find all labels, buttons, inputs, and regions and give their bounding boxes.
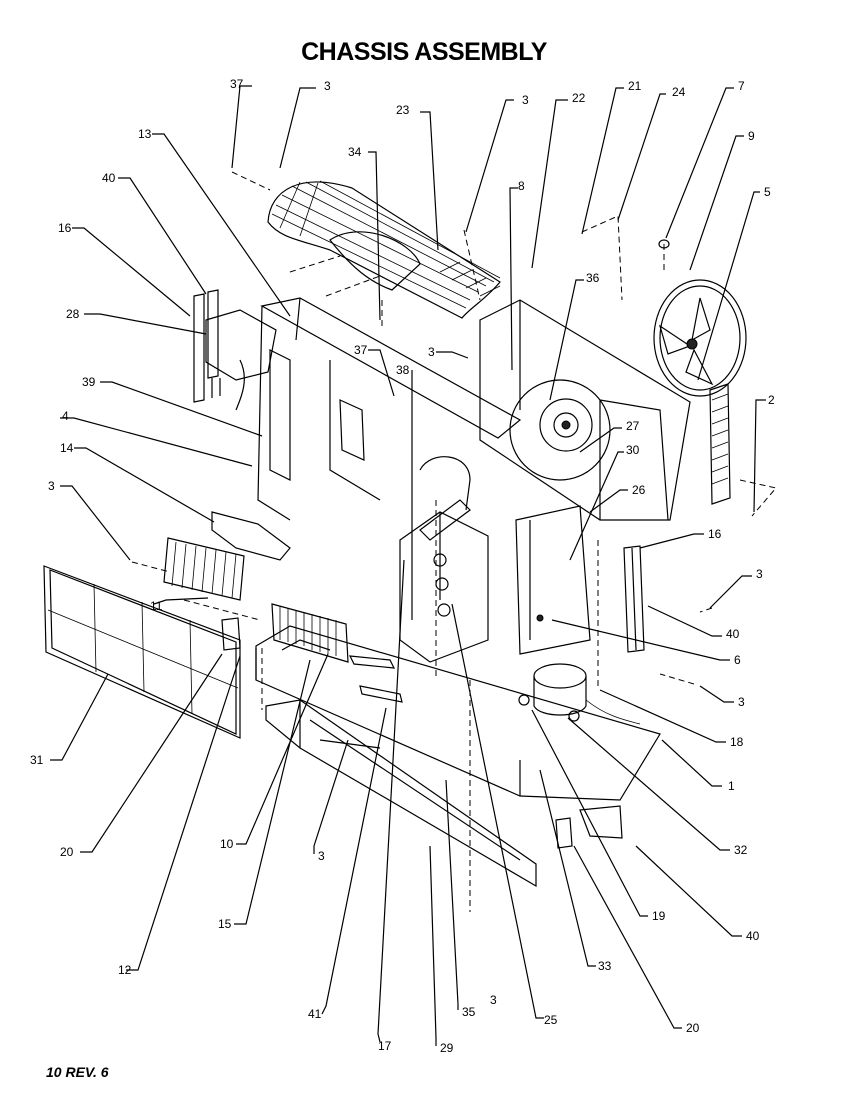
callout-35: 35 <box>462 1005 476 1019</box>
callout-30: 30 <box>626 443 640 457</box>
callout-31: 31 <box>30 753 44 767</box>
callout-20-bottom-right: 20 <box>686 1021 700 1035</box>
evaporator-drawing <box>193 289 277 411</box>
coil-guard-drawing <box>267 180 501 319</box>
callout-3-bottom-center: 3 <box>490 993 497 1007</box>
callout-8: 8 <box>518 179 525 193</box>
callout-39: 39 <box>82 375 96 389</box>
condenser-coil-drawing <box>709 383 731 505</box>
callout-37-top: 37 <box>230 77 244 91</box>
callout-22: 22 <box>572 91 586 105</box>
blower-housing-drawing <box>479 299 691 521</box>
callout-16-left: 16 <box>58 221 72 235</box>
callout-34: 34 <box>348 145 362 159</box>
callout-3-bottom-left: 3 <box>318 849 325 863</box>
callout-40-upper-left: 40 <box>102 171 116 185</box>
callout-12: 12 <box>118 963 132 977</box>
callout-40-right: 40 <box>726 627 740 641</box>
fan-blade-drawing <box>653 239 747 397</box>
callout-3-left: 3 <box>48 479 55 493</box>
callout-16-right: 16 <box>708 527 722 541</box>
callout-21: 21 <box>628 79 642 93</box>
callout-9: 9 <box>748 129 755 143</box>
callout-labels: 37 3 23 3 22 21 24 7 9 5 13 34 8 40 16 3… <box>30 77 775 1055</box>
callout-23: 23 <box>396 103 410 117</box>
callout-4: 4 <box>62 409 69 423</box>
chassis-drawing <box>43 171 777 912</box>
compressor-drawing <box>518 663 641 725</box>
page-title: CHASSIS ASSEMBLY <box>301 38 547 66</box>
top-bracket-drawing <box>211 511 291 561</box>
callout-40-bottom-right: 40 <box>746 929 760 943</box>
filter-drawing <box>43 565 241 739</box>
callout-28: 28 <box>66 307 80 321</box>
callout-7: 7 <box>738 79 745 93</box>
callout-17: 17 <box>378 1039 392 1053</box>
callout-20-left: 20 <box>60 845 74 859</box>
revision-footer: 10 REV. 6 <box>46 1064 109 1080</box>
callout-3-right-lower: 3 <box>738 695 745 709</box>
callout-5: 5 <box>764 185 771 199</box>
callout-2: 2 <box>768 393 775 407</box>
callout-18: 18 <box>730 735 744 749</box>
callout-26: 26 <box>632 483 646 497</box>
evap-coil-front-drawing <box>271 603 349 663</box>
callout-14: 14 <box>60 441 74 455</box>
base-rail-drawing <box>265 699 537 888</box>
rear-frame-drawing <box>257 297 522 521</box>
callout-3-center: 3 <box>428 345 435 359</box>
callout-33: 33 <box>598 959 612 973</box>
callout-10: 10 <box>220 837 234 851</box>
callout-38: 38 <box>396 363 410 377</box>
callout-leader-lines <box>50 85 766 1046</box>
callout-3-top-center: 3 <box>522 93 529 107</box>
assembly-dashed-lines <box>131 171 777 912</box>
callout-37-center: 37 <box>354 343 368 357</box>
callout-3-top-left: 3 <box>324 79 331 93</box>
callout-24: 24 <box>672 85 686 99</box>
louver-drawing <box>163 537 245 601</box>
callout-41: 41 <box>308 1007 322 1021</box>
callout-25: 25 <box>544 1013 558 1027</box>
callout-27: 27 <box>626 419 640 433</box>
callout-6: 6 <box>734 653 741 667</box>
callout-19: 19 <box>652 909 666 923</box>
callout-13: 13 <box>138 127 152 141</box>
callout-29: 29 <box>440 1041 454 1055</box>
right-partition-drawing <box>515 505 591 655</box>
callout-36: 36 <box>586 271 600 285</box>
callout-32: 32 <box>734 843 748 857</box>
callout-11: 11 <box>150 599 163 613</box>
partition-drawing <box>399 456 489 663</box>
callout-1: 1 <box>728 779 735 793</box>
callout-15: 15 <box>218 917 232 931</box>
callout-3-right: 3 <box>756 567 763 581</box>
